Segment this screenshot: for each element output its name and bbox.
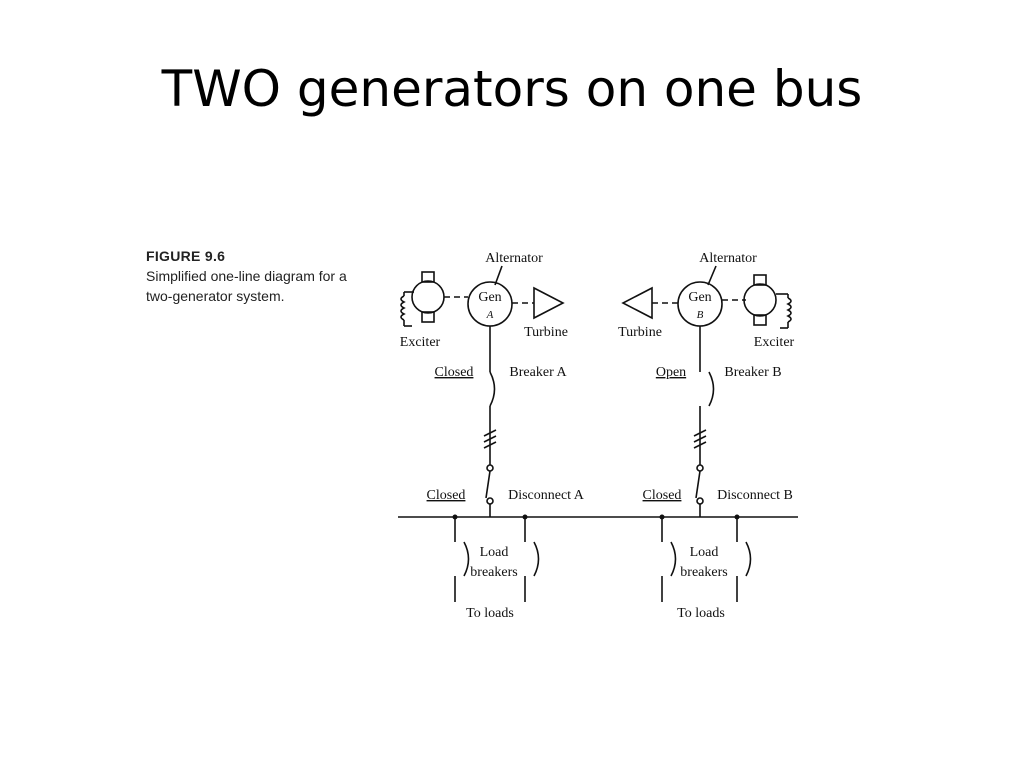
disconnect-a-state: Closed xyxy=(427,488,466,503)
exciter-b-coil-icon xyxy=(776,293,792,329)
disconnect-b-label: Disconnect B xyxy=(717,488,793,503)
exciter-a-label: Exciter xyxy=(400,335,441,350)
load-breakers-b-line2: breakers xyxy=(680,565,727,580)
breaker-a-icon xyxy=(489,371,496,407)
generator-a-label: Gen xyxy=(478,290,501,305)
load-breaker-b1-icon xyxy=(670,541,677,577)
load-breakers-a-line2: breakers xyxy=(470,565,517,580)
figure-number: FIGURE 9.6 xyxy=(146,248,226,264)
alternator-a-label: Alternator xyxy=(485,251,543,266)
load-breaker-b2-icon xyxy=(745,541,752,577)
load-breakers-a-line1: Load xyxy=(480,545,509,560)
disconnect-b-state: Closed xyxy=(643,488,682,503)
unit-b: Alternator Gen B Turbine Exciter xyxy=(618,251,795,517)
disconnect-a-top-contact xyxy=(486,464,494,472)
exciter-b-icon xyxy=(743,274,777,326)
disconnect-b-blade xyxy=(695,470,701,499)
exciter-b-label: Exciter xyxy=(754,335,795,350)
to-loads-b: To loads xyxy=(677,606,725,621)
breaker-b-icon xyxy=(708,371,715,407)
turbine-a-icon xyxy=(533,286,565,320)
load-breaker-a1-icon xyxy=(463,541,470,577)
alternator-b-label: Alternator xyxy=(699,251,757,266)
alternator-b-pointer xyxy=(707,265,717,286)
unit-a: Alternator Gen A Turbine Exciter xyxy=(400,251,585,517)
load-breaker-a2-icon xyxy=(533,541,540,577)
breaker-b-label: Breaker B xyxy=(724,365,781,380)
slide-title: TWO generators on one bus xyxy=(161,60,863,118)
disconnect-a-label: Disconnect A xyxy=(508,488,585,503)
load-feeders-a: Load breakers To loads xyxy=(452,514,540,621)
load-breakers-b-line1: Load xyxy=(690,545,719,560)
transformer-b-icon xyxy=(693,429,707,449)
exciter-a-icon xyxy=(411,271,445,323)
disconnect-b-top-contact xyxy=(696,464,704,472)
generator-b-id: B xyxy=(697,309,704,321)
generator-b-label: Gen xyxy=(688,290,711,305)
figure-caption: FIGURE 9.6 Simplified one-line diagram f… xyxy=(146,246,386,306)
turbine-a-label: Turbine xyxy=(524,325,568,340)
disconnect-a-blade xyxy=(485,470,491,499)
load-feeders-b: Load breakers To loads xyxy=(659,514,752,621)
breaker-b-state: Open xyxy=(656,365,686,380)
caption-line-2: two-generator system. xyxy=(146,288,285,304)
disconnect-b-bottom-contact xyxy=(696,497,704,505)
transformer-a-icon xyxy=(483,429,497,449)
to-loads-a: To loads xyxy=(466,606,514,621)
breaker-a-label: Breaker A xyxy=(509,365,567,380)
turbine-b-label: Turbine xyxy=(618,325,662,340)
turbine-b-icon xyxy=(621,286,653,320)
generator-a-id: A xyxy=(486,309,494,321)
alternator-a-pointer xyxy=(494,265,503,286)
breaker-a-state: Closed xyxy=(435,365,474,380)
disconnect-a-bottom-contact xyxy=(486,497,494,505)
caption-line-1: Simplified one-line diagram for a xyxy=(146,268,347,284)
